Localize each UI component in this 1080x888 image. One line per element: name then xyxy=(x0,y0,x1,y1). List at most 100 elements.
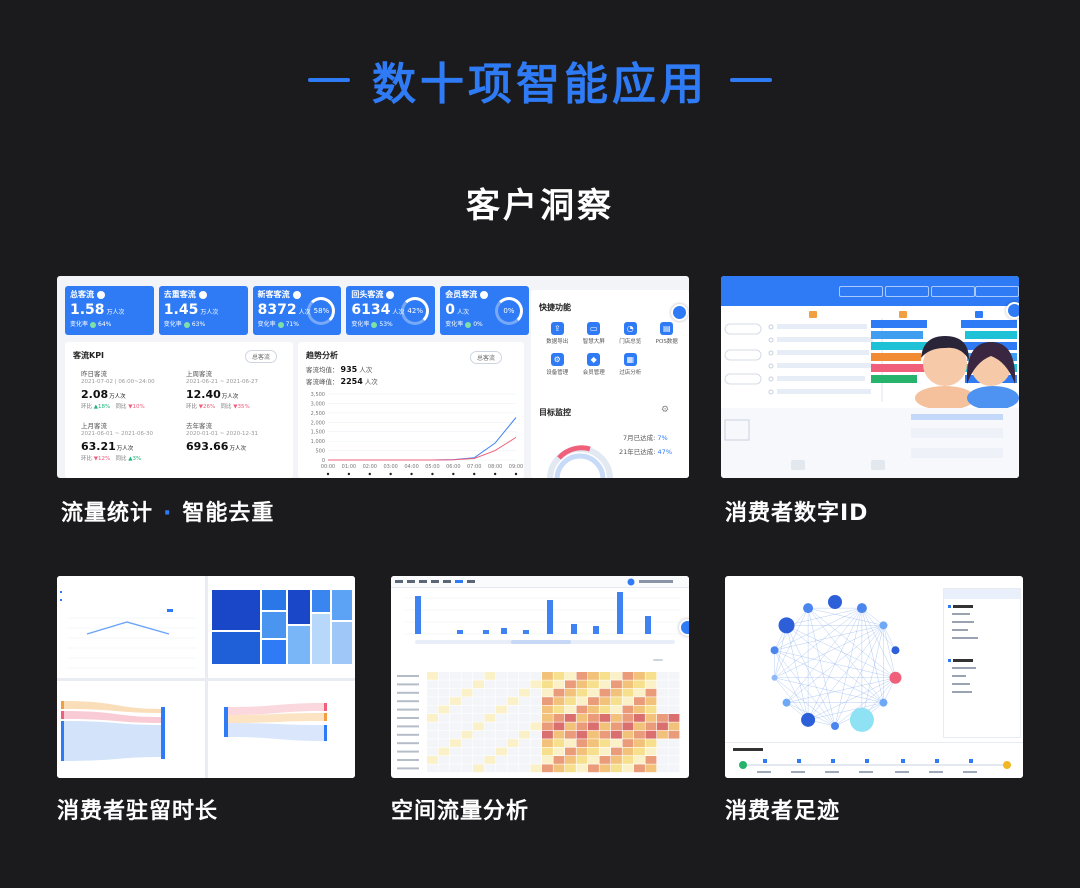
heatmap-cell xyxy=(496,747,507,756)
heatmap-cell xyxy=(657,747,668,756)
space-bar-chart xyxy=(405,592,681,644)
space-heatmap-select[interactable] xyxy=(653,659,663,661)
heatmap-cell xyxy=(450,697,461,705)
heatmap-cell xyxy=(668,697,680,705)
y-tick-label: 1,000 xyxy=(311,439,325,445)
kpi-panel-select[interactable]: 总客流 xyxy=(245,350,278,363)
network-edge xyxy=(774,607,863,678)
quick-device[interactable]: ⚙设备管理 xyxy=(546,353,569,376)
kpi-cell-value: 12.40 xyxy=(186,388,221,401)
heatmap-cell xyxy=(611,680,622,689)
heatmap-cell xyxy=(657,705,668,714)
caption-right: 智能去重 xyxy=(182,501,275,526)
heatmap-cell xyxy=(473,714,484,722)
heatmap-cell xyxy=(542,672,553,680)
float-badge[interactable] xyxy=(671,304,688,321)
heatmap-cell xyxy=(645,714,657,722)
network-node[interactable] xyxy=(856,603,867,614)
heatmap-cell xyxy=(622,697,634,705)
x-tick-label: 09:00 xyxy=(509,464,523,470)
heatmap-cell xyxy=(622,705,634,714)
network-node[interactable] xyxy=(889,671,902,684)
network-edge xyxy=(808,607,884,626)
heatmap-cell xyxy=(565,747,576,756)
heatmap-cell xyxy=(565,756,576,764)
target-title: 目标监控 xyxy=(539,408,571,417)
row-label xyxy=(397,767,419,770)
x-marker xyxy=(389,472,392,476)
network-node[interactable] xyxy=(849,707,874,732)
heatmap-cell xyxy=(519,697,530,705)
network-edge xyxy=(774,650,836,727)
network-node[interactable] xyxy=(801,712,816,727)
heatmap-cell xyxy=(634,688,645,697)
network-edge xyxy=(774,625,884,678)
quick-member[interactable]: ◆会员管理 xyxy=(582,353,605,376)
row-label xyxy=(397,700,419,703)
quick-overview[interactable]: ◔门店总览 xyxy=(619,322,642,345)
heatmap-cell xyxy=(542,697,553,705)
heatmap-cell xyxy=(496,739,507,747)
caption-dwell: 消费者驻留时长 xyxy=(57,799,219,824)
heatmap-cell xyxy=(542,705,553,714)
kpi-label: 去重客流 xyxy=(163,290,196,299)
heatmap-cell xyxy=(438,688,450,697)
heatmap-cell xyxy=(519,739,530,747)
kpi-cell-unit: 万人次 xyxy=(229,446,246,452)
caption-digital-id: 消费者数字ID xyxy=(725,501,869,526)
heatmap-cell xyxy=(553,764,565,773)
yoy-label: 同比 xyxy=(115,404,127,410)
network-node[interactable] xyxy=(891,646,900,655)
network-node[interactable] xyxy=(770,646,779,655)
quick-export[interactable]: ⇪数据导出 xyxy=(546,322,569,345)
heatmap-cell xyxy=(611,764,622,773)
heatmap-cell xyxy=(427,730,438,739)
kpi-rate: 64% xyxy=(98,321,112,328)
heatmap-cell xyxy=(496,714,507,722)
yoy-label: 同比 xyxy=(220,404,232,410)
heatmap-cell xyxy=(530,672,542,680)
trend-select[interactable]: 总客流 xyxy=(470,351,503,364)
heatmap-cell xyxy=(484,730,496,739)
ring-value: ▲18% xyxy=(93,404,111,410)
gear-icon: ⚙ xyxy=(550,353,564,366)
header-chip xyxy=(975,286,1019,297)
network-node[interactable] xyxy=(879,698,888,707)
dwell-sankey-panel xyxy=(57,681,205,778)
float-badge[interactable] xyxy=(1006,302,1019,319)
network-node[interactable] xyxy=(778,617,795,634)
quick-pass[interactable]: ▦过店分析 xyxy=(619,353,642,376)
heatmap-cell xyxy=(576,730,588,739)
kpi-rate-label: 变化率 xyxy=(70,321,89,328)
network-node[interactable] xyxy=(831,722,839,730)
heatmap-cell xyxy=(507,705,519,714)
network-node[interactable] xyxy=(828,595,842,609)
heatmap-cell xyxy=(657,697,668,705)
kpi-ring: 58% xyxy=(307,297,336,325)
kpi-cell: 去年客流 2020-01-01 ~ 2020-12-31 693.66万人次 xyxy=(186,420,291,462)
network-node[interactable] xyxy=(879,621,888,630)
heatmap-cell xyxy=(473,680,484,689)
heatmap-cell xyxy=(438,672,450,680)
network-node[interactable] xyxy=(771,674,778,681)
person-icon xyxy=(97,290,105,299)
network-node[interactable] xyxy=(803,603,814,614)
kpi-rate: 71% xyxy=(285,321,299,328)
quick-pos[interactable]: ▤POS数据 xyxy=(655,322,678,345)
row-label xyxy=(397,717,419,719)
gear-icon[interactable]: ⚙ xyxy=(661,405,670,415)
diamond-icon: ◆ xyxy=(587,353,601,366)
float-badge[interactable] xyxy=(679,619,689,636)
dwell-line-panel xyxy=(57,576,205,678)
quick-screen[interactable]: ▭智慧大屏 xyxy=(582,322,605,345)
heatmap-cell xyxy=(634,747,645,756)
x-tick-label: 06:00 xyxy=(446,464,460,470)
network-node[interactable] xyxy=(782,698,791,707)
heatmap-cell xyxy=(542,722,553,731)
heatmap-cell xyxy=(461,714,473,722)
